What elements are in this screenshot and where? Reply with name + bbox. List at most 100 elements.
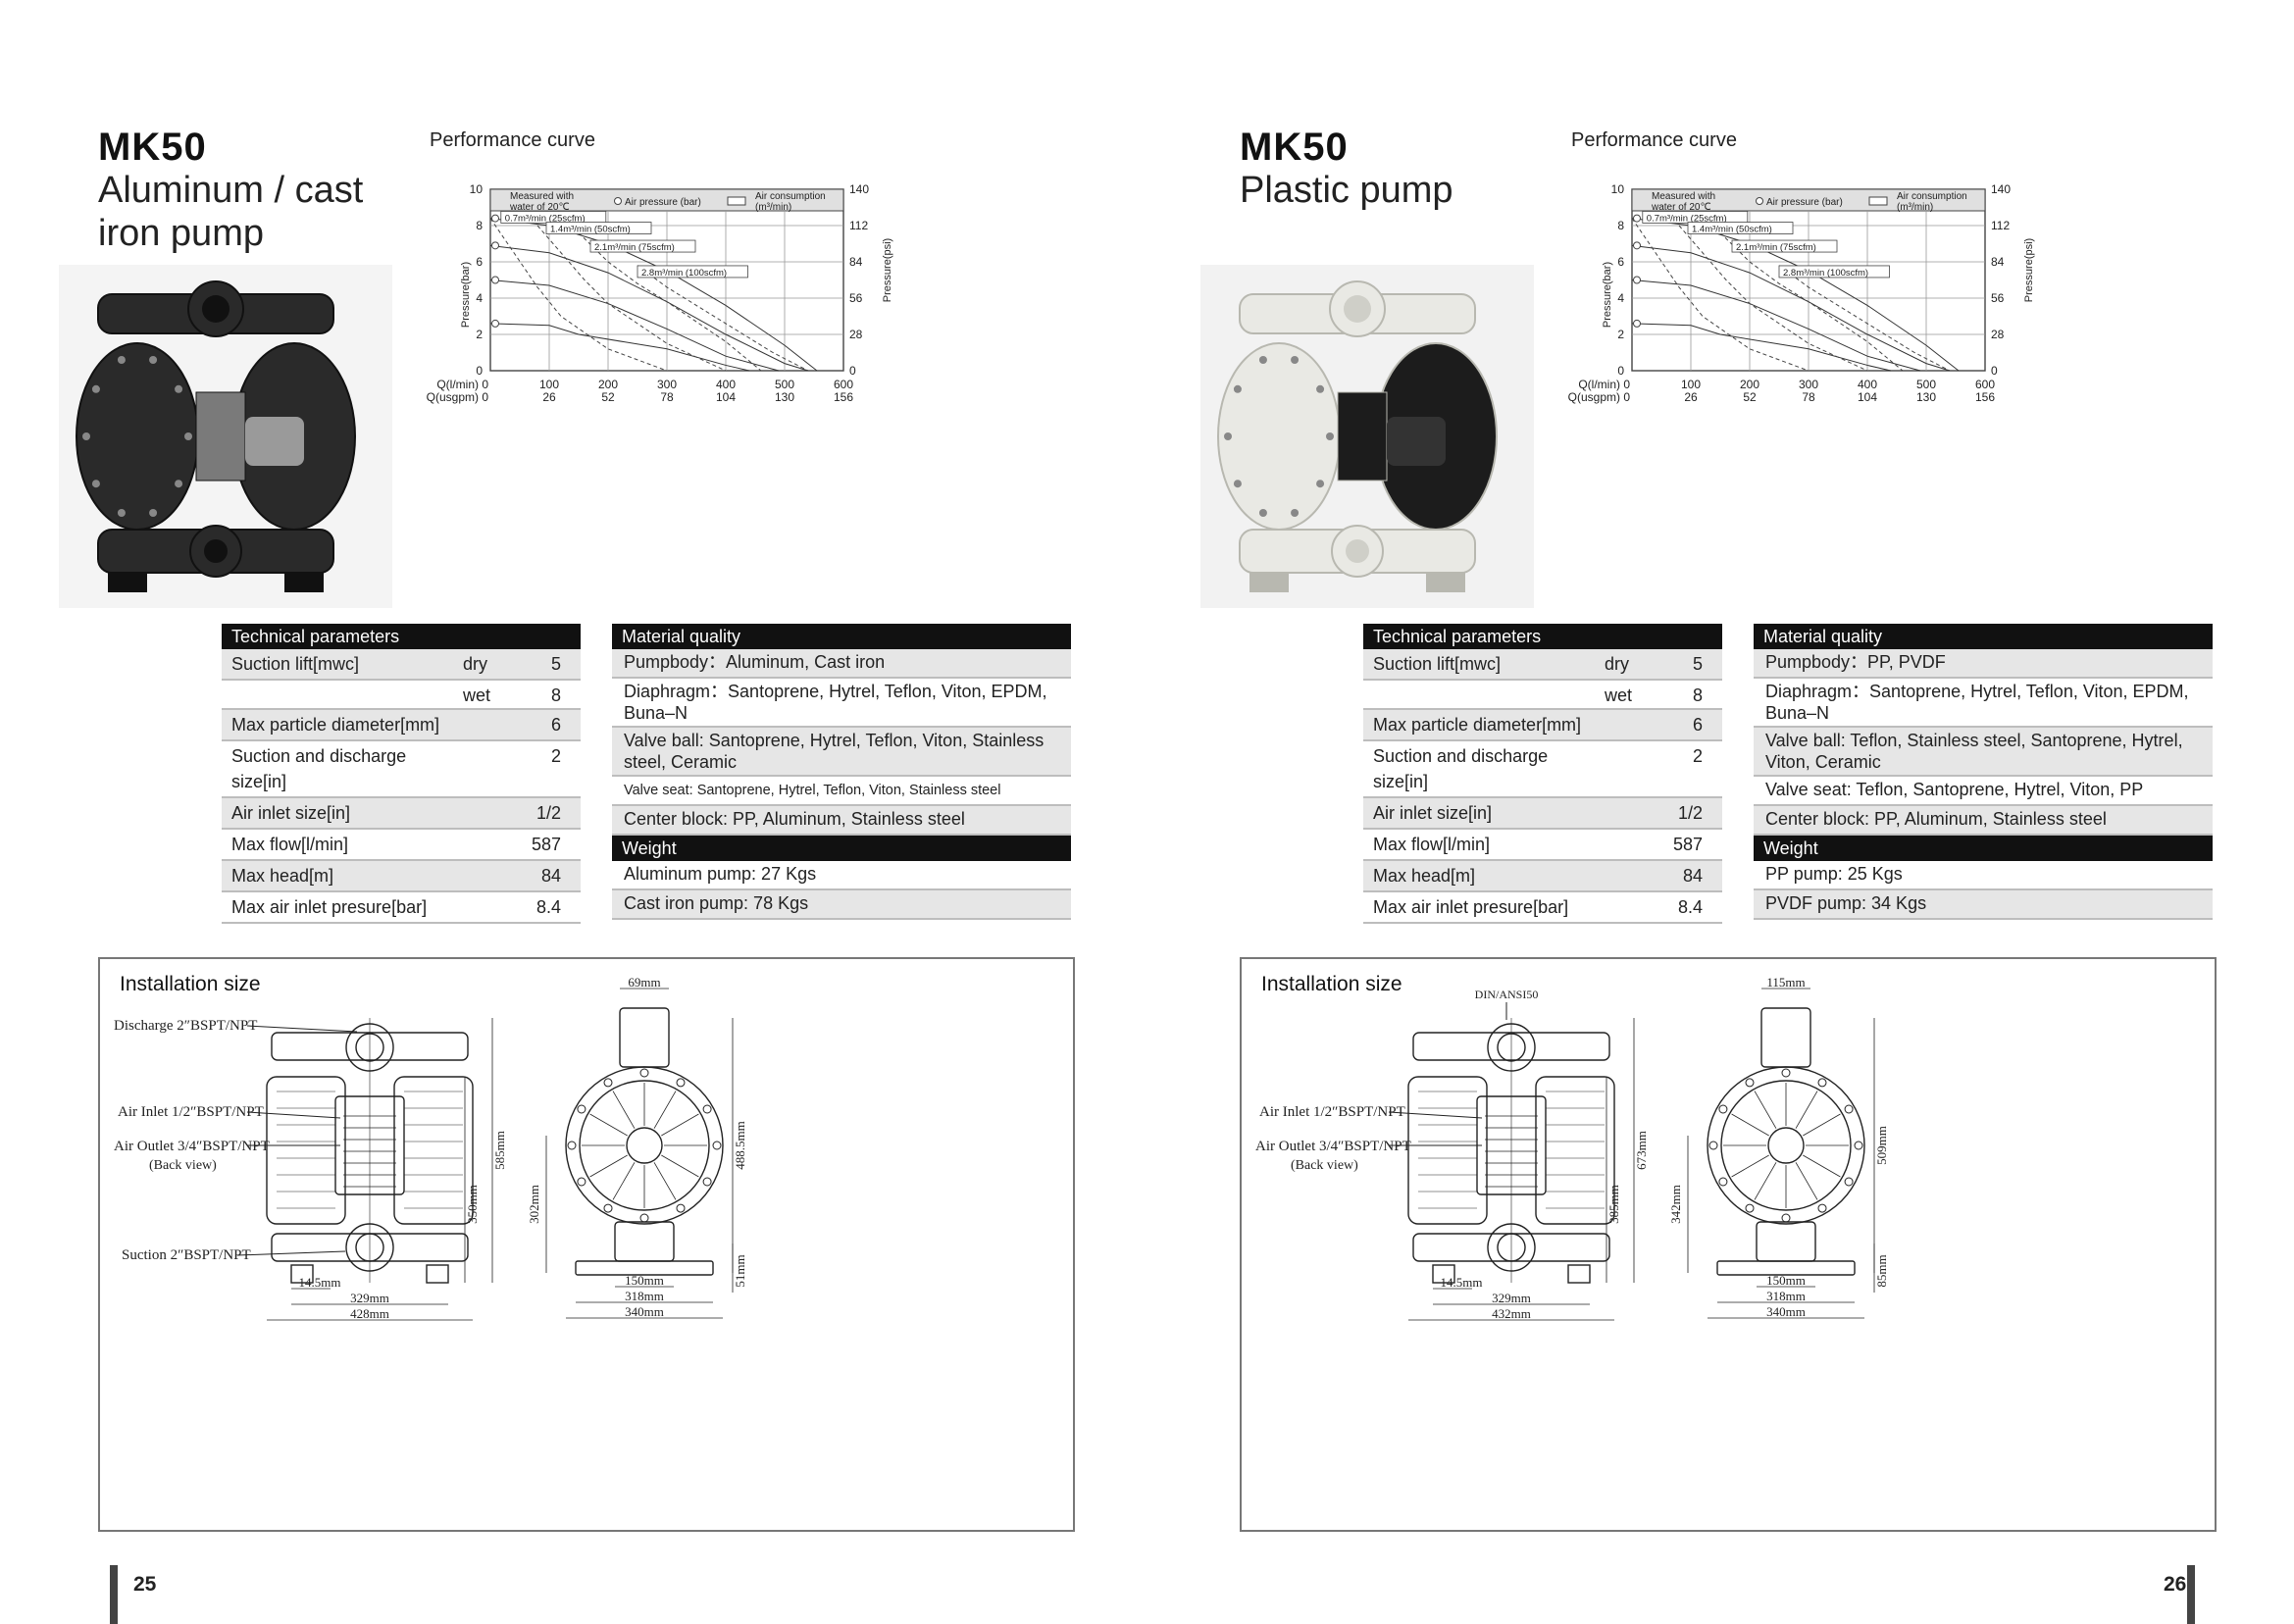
y-tick-left: 4 bbox=[476, 291, 483, 305]
pump-center-block bbox=[1337, 391, 1388, 482]
side-bolt bbox=[712, 1141, 722, 1150]
side-spoke bbox=[661, 1154, 699, 1178]
side-spoke bbox=[653, 1162, 677, 1200]
air-pressure-curve bbox=[1631, 323, 1892, 372]
side-spoke bbox=[589, 1113, 628, 1137]
chamber-bolt bbox=[1316, 480, 1325, 488]
tech-row: Suction and discharge size[in]2 bbox=[1363, 741, 1722, 798]
x-tick-secondary: 156 bbox=[1975, 390, 1995, 404]
tech-row-label: Max head[m] bbox=[231, 866, 334, 886]
chamber-bolt bbox=[175, 384, 183, 393]
tech-row-condition bbox=[463, 861, 522, 863]
side-chamber-outer bbox=[1707, 1066, 1865, 1225]
side-spoke bbox=[1754, 1091, 1777, 1129]
tech-row-condition bbox=[1605, 798, 1663, 800]
tech-row-value: 84 bbox=[540, 866, 561, 886]
material-row: Valve seat: Teflon, Santoprene, Hytrel, … bbox=[1754, 777, 2213, 806]
side-base bbox=[575, 1260, 714, 1276]
pump-photo bbox=[1200, 265, 1534, 608]
side-chamber-hub bbox=[626, 1127, 663, 1164]
dim-height-mid: 385mm bbox=[1606, 1185, 1621, 1224]
tech-row-label: Max particle diameter[mm] bbox=[231, 715, 440, 735]
tech-row-value: 6 bbox=[550, 715, 561, 735]
tech-row-value: 5 bbox=[1692, 654, 1703, 674]
air-consumption-label-box bbox=[1731, 239, 1838, 253]
side-spoke bbox=[1731, 1113, 1769, 1137]
weight-header: Weight bbox=[1754, 836, 2213, 861]
tech-row: Suction and discharge size[in]2 bbox=[222, 741, 581, 798]
tech-row-label: Max air inlet presure[bar] bbox=[231, 897, 428, 917]
x-axis-label-primary: Q(l/min) 0 bbox=[1578, 378, 1630, 391]
side-bolt bbox=[1817, 1203, 1827, 1213]
x-tick-secondary: 52 bbox=[1743, 390, 1757, 404]
y-tick-left: 4 bbox=[1617, 291, 1624, 305]
dim-top-width: 115mm bbox=[1766, 975, 1805, 990]
tech-row: Max flow[l/min] 587 bbox=[222, 830, 581, 861]
weight-header: Weight bbox=[612, 836, 1071, 861]
side-bolt bbox=[1781, 1213, 1791, 1223]
air-consumption-curve bbox=[1631, 218, 1810, 372]
x-tick: 400 bbox=[716, 378, 736, 391]
tech-row-condition bbox=[463, 798, 522, 800]
installation-size-title: Installation size bbox=[120, 973, 261, 995]
dim-side-a: 150mm bbox=[1766, 1273, 1806, 1288]
tech-row-condition bbox=[463, 710, 522, 712]
air-consumption-curve bbox=[578, 232, 762, 372]
side-bolt bbox=[577, 1104, 586, 1114]
y-tick-right: 84 bbox=[1991, 255, 2005, 269]
x-axis-label-secondary: Q(usgpm) 0 bbox=[427, 390, 489, 404]
tech-row-value: 2 bbox=[1692, 746, 1703, 766]
tech-row-value: 2 bbox=[550, 746, 561, 766]
tech-row-value: 8 bbox=[550, 685, 561, 705]
front-right-chamber bbox=[1535, 1076, 1615, 1225]
material-quality-header: Material quality bbox=[612, 624, 1071, 649]
back-view-label: (Back view) bbox=[149, 1158, 217, 1173]
tech-row-label: Suction lift[mwc] bbox=[231, 654, 360, 674]
suction-label: Suction 2″BSPT/NPT bbox=[122, 1247, 251, 1263]
air-outlet-label: Air Outlet 3/4″BSPT/NPT bbox=[1255, 1139, 1411, 1154]
y-tick-left: 0 bbox=[1617, 364, 1624, 378]
dim-side-b: 318mm bbox=[625, 1289, 664, 1303]
material-quality-header: Material quality bbox=[1754, 624, 2213, 649]
installation-size-title: Installation size bbox=[1261, 973, 1402, 995]
tech-row-label: Air inlet size[in] bbox=[1373, 803, 1493, 823]
y-tick-left: 6 bbox=[1617, 255, 1624, 269]
tech-row-value: 1/2 bbox=[535, 803, 561, 823]
front-right-foot bbox=[426, 1264, 449, 1284]
front-left-chamber bbox=[266, 1076, 346, 1225]
chamber-bolt bbox=[117, 356, 126, 365]
tech-row-value: 8 bbox=[1692, 685, 1703, 705]
material-row: Diaphragm：Santoprene, Hytrel, Teflon, Vi… bbox=[612, 679, 1071, 728]
tech-row-value: 587 bbox=[531, 835, 561, 854]
tech-row-condition bbox=[1605, 861, 1663, 863]
material-row: Pumpbody：PP, PVDF bbox=[1754, 649, 2213, 679]
x-tick-secondary: 104 bbox=[1858, 390, 1877, 404]
tech-row-condition: wet bbox=[463, 685, 491, 705]
tech-row: Air inlet size[in]1/2 bbox=[1363, 798, 1722, 830]
x-tick: 200 bbox=[598, 378, 618, 391]
tech-row-condition bbox=[463, 830, 522, 832]
y-tick-right: 0 bbox=[1991, 364, 1998, 378]
technical-parameters-header: Technical parameters bbox=[222, 624, 581, 649]
air-consumption-curve bbox=[536, 225, 727, 372]
y-tick-left: 10 bbox=[1611, 182, 1625, 196]
pump-discharge-bore bbox=[1344, 295, 1371, 323]
technical-parameters-header: Technical parameters bbox=[1363, 624, 1722, 649]
dim-width-b: 432mm bbox=[1492, 1306, 1531, 1321]
back-view-label: (Back view) bbox=[1291, 1158, 1358, 1173]
side-chamber-inner bbox=[579, 1080, 710, 1211]
tech-row: wet 8 bbox=[222, 681, 581, 710]
tech-row-label: Max flow[l/min] bbox=[231, 835, 349, 854]
air-consumption-label-box bbox=[1687, 222, 1794, 234]
pump-suction-bore bbox=[1346, 539, 1369, 563]
air-pressure-curve bbox=[1631, 279, 1921, 372]
tech-row-label: Max particle diameter[mm] bbox=[1373, 715, 1582, 735]
dim-side-c: 340mm bbox=[1766, 1304, 1806, 1319]
side-bolt bbox=[676, 1203, 686, 1213]
air-pressure-marker bbox=[491, 319, 499, 328]
dim-height-total: 673mm bbox=[1634, 1131, 1649, 1170]
tech-row: Max flow[l/min]587 bbox=[1363, 830, 1722, 861]
side-bolt bbox=[577, 1177, 586, 1187]
